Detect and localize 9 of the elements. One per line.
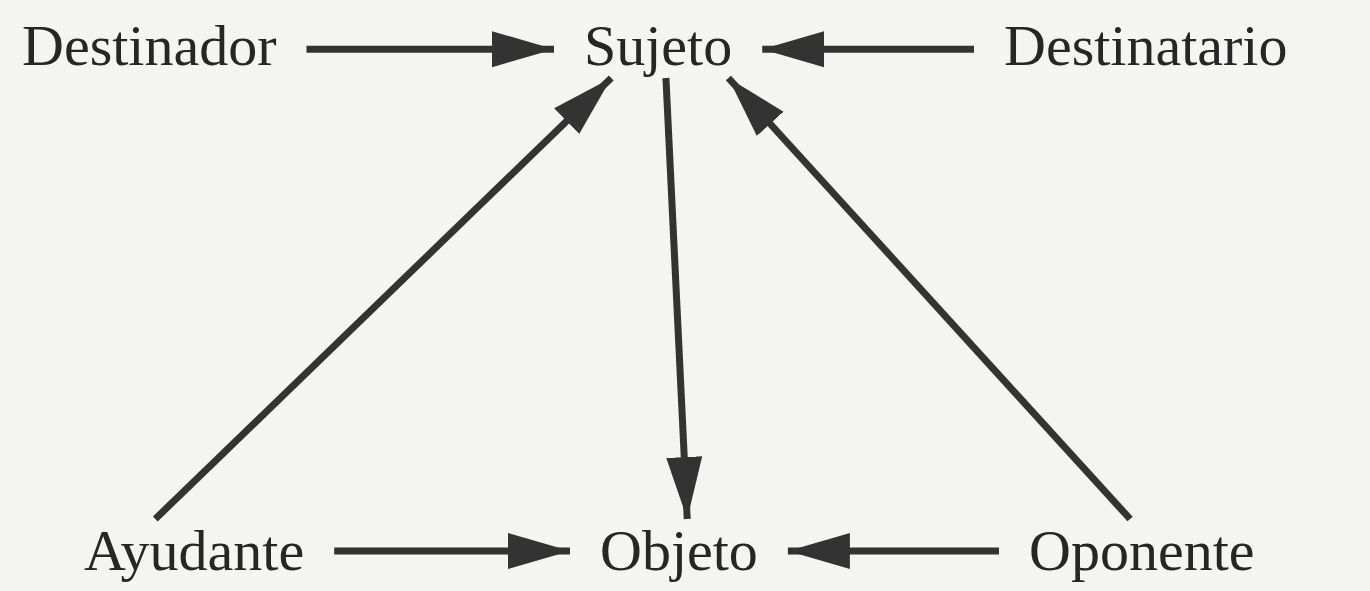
arrow	[152, 75, 614, 522]
actant-label: Objeto	[596, 519, 762, 583]
actant-label: Ayudante	[80, 519, 309, 583]
arrow	[725, 75, 1133, 522]
actant-label: Sujeto	[580, 14, 737, 78]
actant-label: Destinador	[18, 14, 281, 78]
arrow	[662, 77, 703, 520]
actant-label: Oponente	[1025, 519, 1259, 583]
actant-label: Destinatario	[1000, 14, 1292, 78]
